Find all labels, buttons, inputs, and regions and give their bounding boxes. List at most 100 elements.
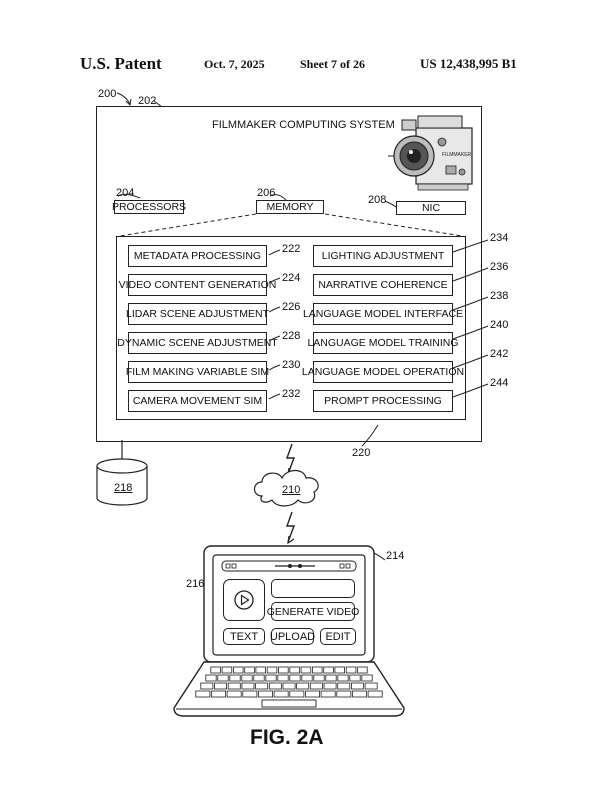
keyboard-key <box>323 666 334 674</box>
keyboard-key <box>289 690 305 698</box>
keyboard-key <box>278 666 289 674</box>
keyboard-key <box>214 682 228 690</box>
ref-222: 222 <box>282 243 301 255</box>
keyboard-key <box>242 690 258 698</box>
keyboard-key <box>258 690 274 698</box>
keyboard-key <box>345 666 357 674</box>
memory-box: MEMORY <box>256 200 324 214</box>
video-preview-panel[interactable] <box>223 579 265 621</box>
camera-illustration: FILMMAKER <box>388 115 473 191</box>
ref-224: 224 <box>282 272 301 284</box>
keyboard-key <box>361 674 373 682</box>
module-narrative-coherence: NARRATIVE COHERENCE <box>313 274 453 296</box>
database-ref-218: 218 <box>114 482 133 494</box>
generate-video-button[interactable]: GENERATE VIDEO <box>267 602 359 621</box>
ref-226: 226 <box>282 301 301 313</box>
keyboard-key <box>334 666 345 674</box>
keyboard-key <box>296 682 310 690</box>
patent-date: Oct. 7, 2025 <box>204 57 265 71</box>
keyboard-key <box>282 682 296 690</box>
ref-236: 236 <box>490 261 509 273</box>
ref-242: 242 <box>490 348 509 360</box>
keyboard-key <box>226 690 242 698</box>
keyboard-key <box>350 682 364 690</box>
module-video-content-generation: VIDEO CONTENT GENERATION <box>119 274 276 296</box>
keyboard-key <box>255 666 266 674</box>
keyboard-key <box>357 666 368 674</box>
ref-220: 220 <box>352 447 371 459</box>
keyboard-key <box>210 666 221 674</box>
ref-230: 230 <box>282 359 301 371</box>
module-prompt-processing: PROMPT PROCESSING <box>313 390 453 412</box>
keyboard-key <box>200 682 214 690</box>
processors-box: PROCESSORS <box>111 200 187 214</box>
module-film-making-variable-sim: FILM MAKING VARIABLE SIM <box>126 361 269 383</box>
ref-202: 202 <box>138 95 157 107</box>
keyboard-key <box>309 682 323 690</box>
module-camera-movement-sim: CAMERA MOVEMENT SIM <box>128 390 267 412</box>
nic-box: NIC <box>396 201 466 215</box>
system-title: FILMMAKER COMPUTING SYSTEM <box>212 119 395 131</box>
ref-232: 232 <box>282 388 301 400</box>
ref-214: 214 <box>386 550 405 562</box>
keyboard-key <box>232 666 244 674</box>
filmmaker-computing-system <box>96 106 482 442</box>
text-button[interactable]: TEXT <box>223 628 265 645</box>
keyboard-key <box>349 674 361 682</box>
keyboard-key <box>211 690 227 698</box>
keyboard-key <box>265 674 277 682</box>
keyboard-key <box>364 682 378 690</box>
keyboard-key <box>367 690 383 698</box>
keyboard-key <box>227 682 241 690</box>
figure-label: FIG. 2A <box>250 726 324 749</box>
keyboard-key <box>266 666 278 674</box>
sheet-number: Sheet 7 of 26 <box>300 57 365 71</box>
keyboard-key <box>337 674 349 682</box>
module-language-model-interface: LANGUAGE MODEL INTERFACE <box>303 303 463 325</box>
ref-240: 240 <box>490 319 509 331</box>
keyboard-key <box>229 674 241 682</box>
keyboard-key <box>268 682 282 690</box>
keyboard-key <box>241 674 253 682</box>
keyboard-key <box>320 690 336 698</box>
ref-234: 234 <box>490 232 509 244</box>
module-metadata-processing: METADATA PROCESSING <box>128 245 267 267</box>
module-language-model-training: LANGUAGE MODEL TRAINING <box>307 332 459 354</box>
network-ref-210: 210 <box>282 484 301 496</box>
ref-204: 204 <box>116 187 135 199</box>
edit-button[interactable]: EDIT <box>320 628 356 645</box>
module-lidar-scene-adjustment: LIDAR SCENE ADJUSTMENT <box>126 303 269 325</box>
ref-206: 206 <box>257 187 276 199</box>
keyboard-key <box>352 690 368 698</box>
keyboard-key <box>241 682 255 690</box>
keyboard-key <box>336 690 352 698</box>
keyboard-key <box>217 674 229 682</box>
keyboard-key <box>277 674 289 682</box>
keyboard-key <box>244 666 255 674</box>
ref-208: 208 <box>368 194 387 206</box>
module-language-model-operation: LANGUAGE MODEL OPERATION <box>302 361 464 383</box>
upload-button[interactable]: UPLOAD <box>270 628 315 645</box>
keyboard-key <box>311 666 323 674</box>
keyboard-key <box>313 674 325 682</box>
patent-title: U.S. Patent <box>80 54 162 73</box>
camera-brand-text: FILMMAKER <box>442 152 472 158</box>
memory-modules-container <box>116 236 466 420</box>
ref-244: 244 <box>490 377 509 389</box>
ref-238: 238 <box>490 290 509 302</box>
keyboard-key <box>289 666 300 674</box>
module-dynamic-scene-adjustment: DYNAMIC SCENE ADJUSTMENT <box>117 332 278 354</box>
keyboard-key <box>205 674 217 682</box>
keyboard-key <box>300 666 312 674</box>
keyboard-key <box>301 674 313 682</box>
ref-228: 228 <box>282 330 301 342</box>
keyboard-key <box>273 690 289 698</box>
keyboard-key <box>289 674 301 682</box>
keyboard-key <box>305 690 321 698</box>
module-lighting-adjustment: LIGHTING ADJUSTMENT <box>313 245 453 267</box>
keyboard-key <box>221 666 233 674</box>
patent-number: US 12,438,995 B1 <box>420 56 517 71</box>
prompt-input-field[interactable] <box>271 579 355 598</box>
keyboard-key <box>323 682 337 690</box>
keyboard-key <box>195 690 211 698</box>
